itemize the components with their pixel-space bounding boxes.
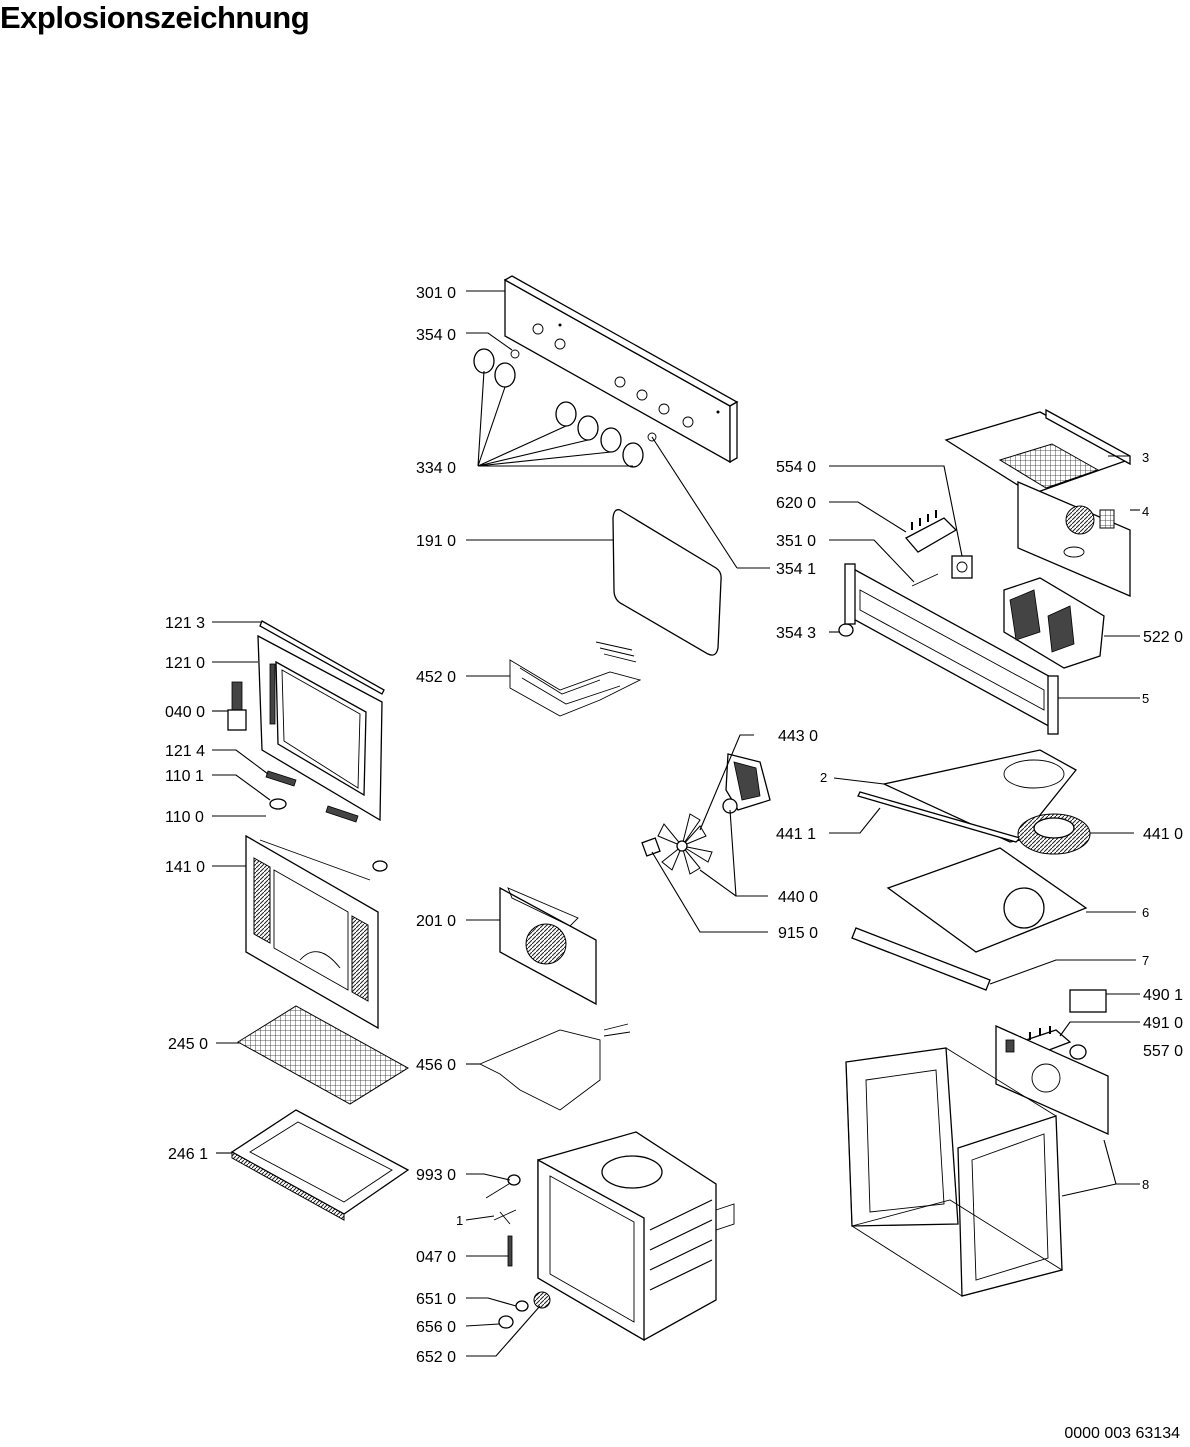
callout-9150: 915 0 <box>778 925 818 942</box>
door-handle-part <box>259 798 388 881</box>
callout-5: 5 <box>1142 691 1149 706</box>
callout-6520: 652 0 <box>416 1349 456 1366</box>
baking-tray-part <box>230 1109 410 1221</box>
callout-2: 2 <box>820 770 827 785</box>
callout-3010: 301 0 <box>416 285 456 302</box>
callout-1410: 141 0 <box>165 859 205 876</box>
callout-0400: 040 0 <box>165 704 205 721</box>
callout-4560: 456 0 <box>416 1057 456 1074</box>
callout-1214: 121 4 <box>165 743 205 760</box>
callout-5220: 522 0 <box>1143 629 1183 646</box>
callout-5570: 557 0 <box>1143 1043 1183 1060</box>
electronics-board-part <box>995 989 1109 1136</box>
callout-6: 6 <box>1142 905 1149 920</box>
callout-3540: 354 0 <box>416 327 456 344</box>
selector-switch-part <box>911 573 939 587</box>
callout-1: 1 <box>456 1213 463 1228</box>
callout-5540: 554 0 <box>776 459 816 476</box>
door-seal-part <box>612 509 722 656</box>
terminal-block-part <box>904 510 958 553</box>
callout-3543: 354 3 <box>776 625 816 642</box>
fan-cover-part <box>499 886 597 1006</box>
callout-4: 4 <box>1142 504 1149 519</box>
callout-8: 8 <box>1142 1177 1149 1192</box>
tangential-fan-part <box>1017 813 1091 855</box>
callout-4901: 490 1 <box>1143 987 1183 1004</box>
callout-1213: 121 3 <box>165 615 205 632</box>
door-top-strip-part <box>259 620 385 695</box>
inner-door-frame-part <box>257 634 383 822</box>
page-title: Explosionszeichnung <box>0 0 310 35</box>
callout-6200: 620 0 <box>776 495 816 512</box>
document-number: 0000 003 63134 <box>1064 1425 1180 1442</box>
oven-housing-part <box>845 1047 1064 1297</box>
callout-4430: 443 0 <box>778 728 818 745</box>
thermostat-part <box>951 555 973 579</box>
callout-2450: 245 0 <box>168 1036 208 1053</box>
callout-6510: 651 0 <box>416 1291 456 1308</box>
callout-3510: 351 0 <box>776 533 816 550</box>
indicator-lamp-part <box>838 623 854 637</box>
callout-3340: 334 0 <box>416 460 456 477</box>
callout-2461: 246 1 <box>168 1146 208 1163</box>
callout-3: 3 <box>1142 450 1149 465</box>
outer-door-glass-part <box>245 834 379 1030</box>
leader-lines <box>212 290 1140 1357</box>
front-frame-part <box>844 563 1059 735</box>
callout-9930: 993 0 <box>416 1167 456 1184</box>
door-hinge-part <box>227 681 247 731</box>
bottom-heating-element-part <box>478 1023 631 1111</box>
oven-cavity-part <box>537 1131 735 1342</box>
fan-motor-and-blade-part <box>641 753 771 875</box>
cavity-hardware-part <box>485 1174 551 1329</box>
callout-2010: 201 0 <box>416 913 456 930</box>
wire-rack-part <box>237 1005 409 1105</box>
callout-1101: 110 1 <box>165 768 204 785</box>
callout-4411: 441 1 <box>776 826 816 843</box>
callout-3541: 354 1 <box>776 561 816 578</box>
door-hinge-plates-part <box>265 770 359 823</box>
insulation-plate-part <box>851 847 1088 991</box>
cooling-channel-plate-part <box>857 749 1077 843</box>
callout-4400: 440 0 <box>778 889 818 906</box>
callout-4410: 441 0 <box>1143 826 1183 843</box>
top-cooling-assembly-part <box>944 408 1131 597</box>
callout-labels: 301 0 354 0 334 0 191 0 354 1 121 3 121 … <box>165 285 1183 1366</box>
control-knobs-part <box>473 348 657 468</box>
callout-0470: 047 0 <box>416 1249 456 1266</box>
grill-heating-element-part <box>509 641 642 717</box>
callout-7: 7 <box>1142 953 1149 968</box>
callout-1910: 191 0 <box>416 533 456 550</box>
callout-4910: 491 0 <box>1143 1015 1183 1032</box>
callout-1100: 110 0 <box>165 809 204 826</box>
control-module-part <box>1003 577 1105 669</box>
callout-6560: 656 0 <box>416 1319 456 1336</box>
callout-4520: 452 0 <box>416 669 456 686</box>
callout-1210: 121 0 <box>165 655 205 672</box>
control-panel-part <box>503 275 739 464</box>
